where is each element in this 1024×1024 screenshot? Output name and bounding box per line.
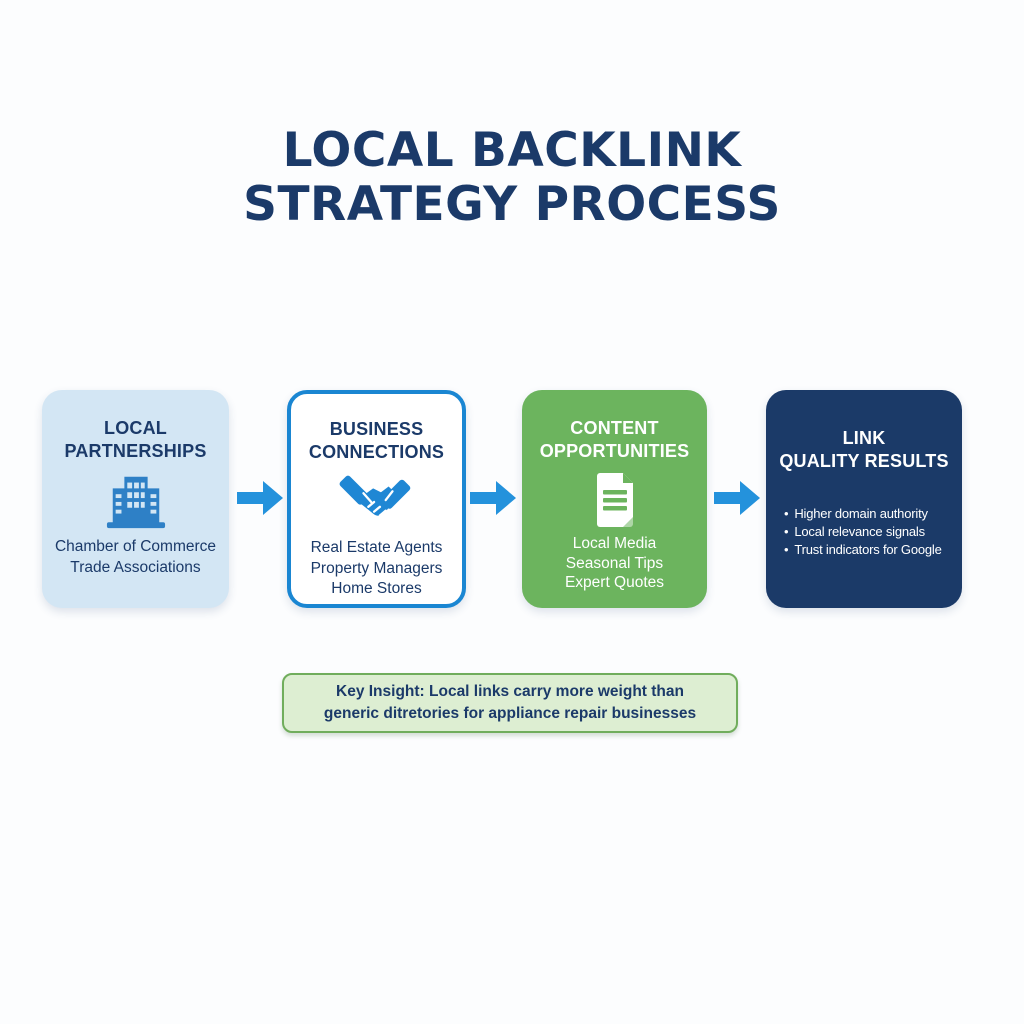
step-item: Home Stores: [331, 580, 422, 598]
flow-arrow-icon: [714, 481, 760, 515]
flow-arrow-icon: [470, 481, 516, 515]
step-item: Expert Quotes: [564, 574, 665, 592]
step-items: Real Estate Agents Property Managers Hom…: [311, 538, 443, 600]
bullet-marker: •: [784, 523, 789, 539]
key-insight-callout: Key Insight: Local links carry more weig…: [282, 673, 738, 733]
step-item: Property Managers: [310, 559, 443, 577]
step-box-local-partnerships: LOCAL PARTNERSHIPS: [42, 390, 229, 608]
step-box-link-quality-results: LINK QUALITY RESULTS • Higher domain aut…: [766, 390, 962, 608]
page-title-line2: STRATEGY PROCESS: [243, 176, 781, 232]
page-title-line1: LOCAL BACKLINK: [282, 123, 742, 178]
step-item: Seasonal Tips: [565, 554, 664, 572]
bullet-text: Higher domain authority: [794, 505, 928, 521]
step-heading-line1: LINK: [842, 428, 886, 448]
document-icon: [592, 468, 638, 532]
step-heading-line2: PARTNERSHIPS: [64, 441, 207, 462]
step-box-content-opportunities: CONTENT OPPORTUNITIES Local Media Season…: [522, 390, 707, 608]
page-title: LOCAL BACKLINK STRATEGY PROCESS: [0, 124, 1024, 231]
step-item: Trade Associations: [70, 558, 201, 576]
bullet-item: • Trust indicators for Google: [784, 541, 958, 559]
step-item: Local Media: [572, 534, 657, 552]
step-heading-line2: QUALITY RESULTS: [779, 451, 949, 472]
step-item: Real Estate Agents: [310, 538, 443, 556]
handshake-icon: [337, 469, 417, 533]
step-heading-line2: OPPORTUNITIES: [539, 441, 690, 462]
step-heading: CONTENT OPPORTUNITIES: [540, 417, 690, 464]
bullet-text: Local relevance signals: [794, 523, 925, 539]
step-box-business-connections: BUSINESS CONNECTIONS Real Esta: [287, 390, 466, 608]
building-icon: [100, 468, 172, 532]
step-item: Chamber of Commerce: [54, 537, 217, 555]
bullet-text: Trust indicators for Google: [794, 542, 942, 558]
step-heading-line1: CONTENT: [570, 418, 659, 438]
step-heading: LOCAL PARTNERSHIPS: [64, 417, 206, 464]
step-heading-line1: LOCAL: [104, 418, 167, 438]
results-bullet-list: • Higher domain authority • Local releva…: [766, 505, 962, 560]
key-insight-line2: generic ditretories for appliance repair…: [323, 705, 697, 722]
step-heading: LINK QUALITY RESULTS: [779, 427, 948, 474]
bullet-item: • Higher domain authority: [784, 505, 958, 523]
step-heading-line2: CONNECTIONS: [308, 442, 445, 463]
step-items: Local Media Seasonal Tips Expert Quotes: [565, 534, 664, 593]
step-heading-line1: BUSINESS: [329, 419, 424, 439]
bullet-item: • Local relevance signals: [784, 523, 958, 541]
step-items: Chamber of Commerce Trade Associations: [55, 537, 216, 579]
step-heading: BUSINESS CONNECTIONS: [309, 418, 444, 465]
flow-arrow-icon: [237, 481, 283, 515]
key-insight-line1: Key Insight: Local links carry more weig…: [336, 683, 684, 700]
bullet-marker: •: [784, 505, 789, 521]
bullet-marker: •: [784, 542, 789, 558]
